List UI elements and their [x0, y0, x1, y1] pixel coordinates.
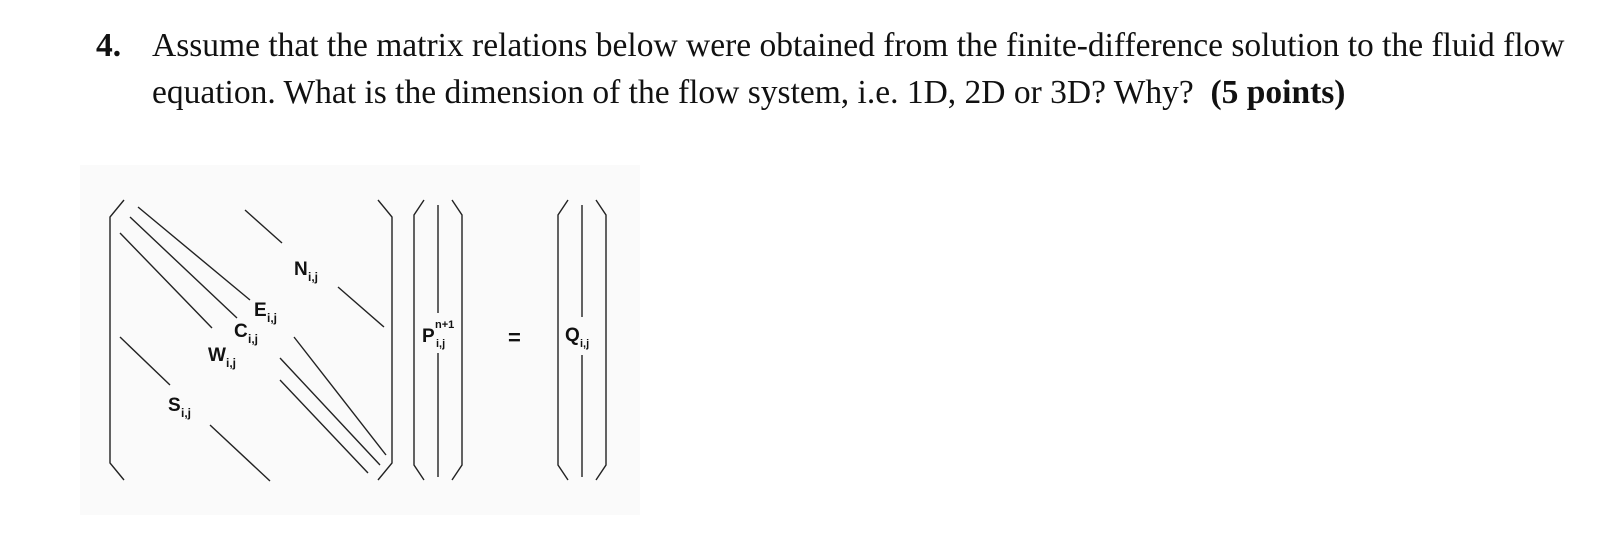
e-diagonal-upper [137, 206, 251, 301]
label-c: C [234, 321, 248, 342]
matrix-left-bracket [109, 199, 125, 481]
label-w-sub: i,j [226, 356, 236, 370]
matrix-diagram: N i,j E i,j C i,j W i,j S i,j P n+1 i,j … [109, 199, 607, 482]
w-diagonal-upper [119, 232, 213, 329]
c-diagonal-lower [279, 357, 381, 466]
question-points: (5 points) [1210, 74, 1346, 111]
label-n-sub: i,j [308, 270, 318, 284]
n-diagonal-lower [337, 286, 385, 328]
matrix-right-bracket [377, 199, 393, 481]
p-vector-right-paren [451, 199, 463, 481]
s-diagonal-upper [119, 336, 171, 386]
w-diagonal-lower [279, 379, 369, 474]
question-text-wrapper: Assume that the matrix relations below w… [152, 22, 1566, 116]
equals-sign: = [508, 325, 521, 350]
label-e-sub: i,j [267, 311, 277, 325]
label-q-sub: i,j [580, 338, 589, 350]
question-number: 4. [96, 27, 122, 64]
label-p: P [422, 326, 435, 347]
q-vector-left-paren [557, 199, 569, 481]
p-vector-left-paren [413, 199, 425, 481]
question-text: Assume that the matrix relations below w… [152, 27, 1565, 111]
matrix-figure: N i,j E i,j C i,j W i,j S i,j P n+1 i,j … [80, 165, 640, 515]
e-diagonal-lower [293, 336, 387, 456]
label-c-sub: i,j [248, 332, 258, 346]
n-diagonal-upper [244, 209, 283, 244]
s-diagonal-lower [209, 424, 271, 482]
label-p-sub: i,j [436, 338, 445, 350]
c-diagonal-upper [129, 216, 238, 319]
label-s-sub: i,j [181, 406, 191, 420]
label-w: W [208, 345, 226, 366]
label-q: Q [565, 325, 580, 346]
label-p-sup: n+1 [435, 319, 454, 331]
question-block: 4. Assume that the matrix relations belo… [96, 22, 1566, 116]
q-vector-right-paren [595, 199, 607, 481]
label-e: E [254, 300, 267, 321]
label-s: S [168, 395, 181, 416]
label-n: N [294, 259, 308, 280]
